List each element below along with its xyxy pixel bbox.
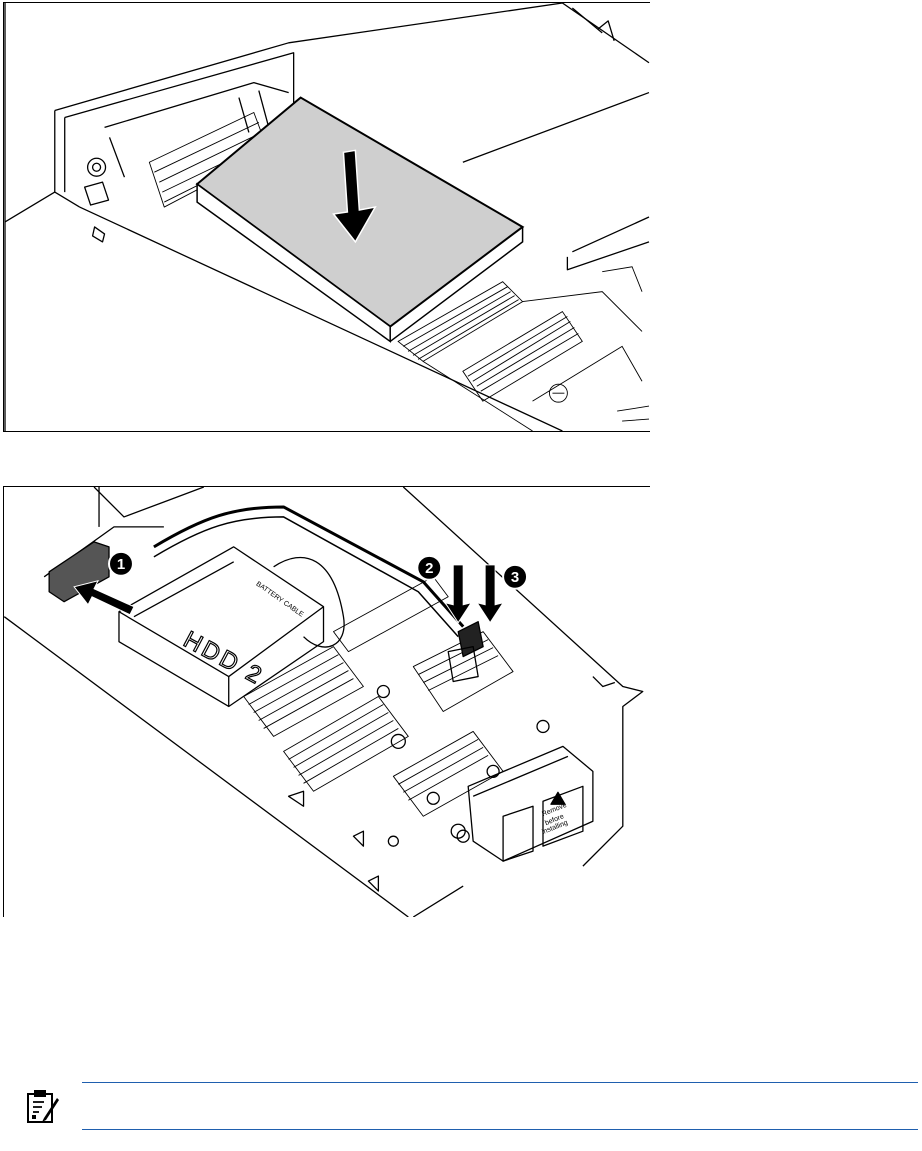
important-note [24, 1082, 918, 1130]
figure-2-illustration: HDD 2 BATTERY CABLE Remove before instal… [4, 487, 650, 917]
callout-1: 1 [109, 552, 133, 576]
arrow-2-icon [445, 565, 471, 623]
hdd-label: HDD 2 [179, 626, 268, 691]
battery-cable-label: BATTERY CABLE [255, 581, 305, 619]
callout-2-number: 2 [425, 560, 433, 577]
important-clipboard-icon [24, 1088, 60, 1124]
arrow-1-icon [74, 581, 134, 615]
callout-2: 2 [417, 556, 441, 580]
callout-3: 3 [503, 565, 527, 589]
figure-install-component [3, 2, 650, 432]
callout-3-number: 3 [511, 569, 519, 586]
note-bottom-rule [82, 1129, 918, 1130]
figure-1-illustration [4, 3, 650, 431]
figure-cable-routing: HDD 2 BATTERY CABLE Remove before instal… [3, 486, 650, 917]
note-top-rule [82, 1082, 918, 1083]
callout-1-number: 1 [117, 556, 125, 573]
